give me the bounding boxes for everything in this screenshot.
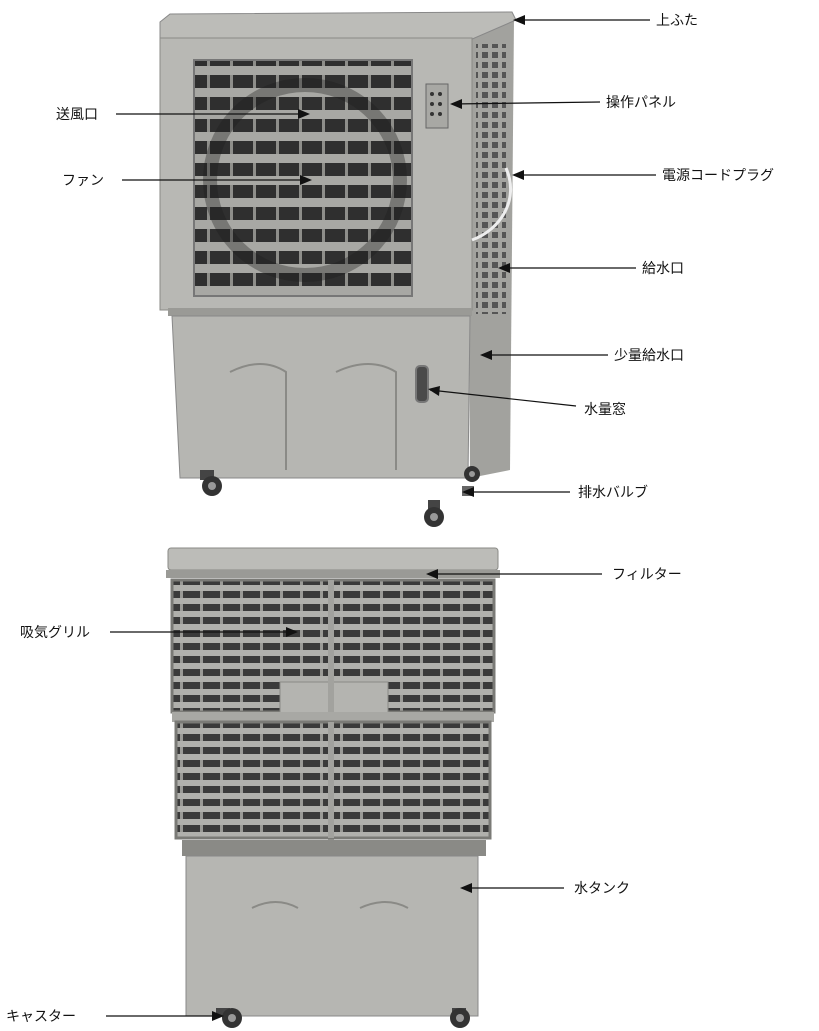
label-control-panel: 操作パネル [606, 95, 676, 111]
control-panel-body [425, 83, 449, 129]
label-top-cover: 上ふた [656, 13, 698, 29]
caster-back-right [450, 1008, 470, 1028]
base-seam [168, 308, 472, 316]
arrow-control-panel [450, 99, 462, 109]
grille-divider [328, 580, 334, 840]
leader-control-panel [451, 101, 601, 105]
back-top-cover [167, 547, 499, 571]
label-power-plug: 電源コードプラグ [662, 168, 774, 184]
callouts: 上ふた 操作パネル 送風口 電源コードプラグ ファン 給水口 少量給水口 水量窓 [6, 13, 774, 1025]
caster-front-right [424, 500, 444, 527]
front-cooler [159, 11, 517, 527]
air-outlet-grille [193, 59, 413, 297]
arrow-small-water-inlet [480, 350, 492, 360]
label-small-water-inlet: 少量給水口 [614, 348, 684, 364]
back-cooler [166, 547, 500, 1028]
arrow-fan [300, 175, 312, 185]
back-tank-handle-right [359, 901, 409, 909]
control-button [430, 92, 434, 96]
arrow-water-level-window [428, 386, 440, 396]
power-cord [471, 167, 512, 242]
top-cover [159, 11, 517, 41]
label-filter: フィルター [612, 567, 682, 583]
arrow-drain-valve [462, 487, 474, 497]
label-water-inlet: 給水口 [642, 261, 684, 277]
tank-handle-right [335, 363, 397, 470]
control-button [430, 112, 434, 116]
control-button [438, 112, 442, 116]
label-water-level-window: 水量窓 [584, 401, 626, 418]
arrow-air-outlet [298, 109, 310, 119]
tank-handle-left [229, 363, 287, 470]
arrow-filter [426, 569, 438, 579]
control-button [438, 92, 442, 96]
control-button [430, 102, 434, 106]
arrow-intake-grille [286, 627, 298, 637]
filter-frame [166, 570, 500, 578]
label-water-tank: 水タンク [574, 881, 630, 897]
label-fan: ファン [62, 173, 104, 189]
arrow-top-cover [513, 15, 525, 25]
label-air-outlet: 送風口 [56, 107, 98, 123]
label-caster: キャスター [6, 1009, 76, 1025]
arrow-water-inlet [498, 263, 510, 273]
leader-water-level-window [429, 389, 577, 407]
caster-back-left [216, 1008, 242, 1028]
arrow-water-tank [460, 883, 472, 893]
side-vent-grid [476, 44, 506, 314]
grille-divider-lower [328, 722, 334, 838]
water-level-window [415, 365, 429, 403]
back-base-band [182, 840, 486, 856]
label-intake-grille: 吸気グリル [20, 625, 90, 641]
back-tank-handle-left [251, 901, 299, 909]
control-button [438, 102, 442, 106]
caster-front-left [200, 470, 222, 496]
caster-rear [464, 466, 480, 482]
arrow-power-plug [512, 170, 524, 180]
arrow-caster [212, 1011, 224, 1021]
grille-mid-band [172, 712, 494, 722]
label-drain-valve: 排水バルブ [578, 484, 648, 501]
back-water-tank [185, 855, 479, 1017]
